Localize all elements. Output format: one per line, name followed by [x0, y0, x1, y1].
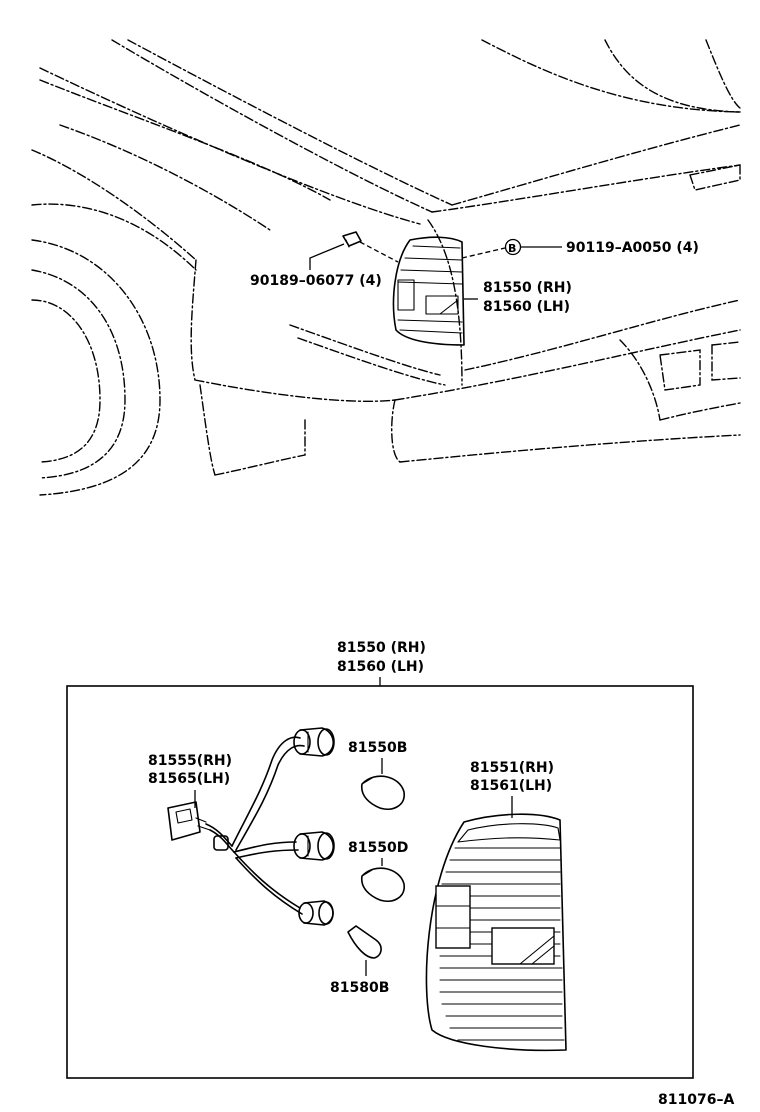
bulb-middle: [360, 867, 405, 902]
bulb-lower-label: 81580B: [330, 980, 389, 996]
socket-and-wire: [167, 727, 335, 926]
vehicle-body-outline: [31, 39, 741, 496]
tail-lamp-installed: [392, 236, 465, 346]
lower-socket: [298, 900, 334, 926]
lens-label-lh: 81561(LH): [470, 778, 552, 794]
assembly-label-lh: 81560 (LH): [337, 659, 424, 675]
lamp-label-lh: 81560 (LH): [483, 299, 570, 315]
vehicle-rear-view: 90189–06077 (4) B 90119–A0050 (4) 81550 …: [31, 39, 741, 496]
socket-label-rh: 81555(RH): [148, 753, 232, 769]
lamp-label-rh: 81550 (RH): [483, 280, 572, 296]
assembly-box: [66, 685, 694, 1079]
bulb-upper: [360, 775, 405, 810]
assembly-label-rh: 81550 (RH): [337, 640, 426, 656]
lens-label-rh: 81551(RH): [470, 760, 554, 776]
screw-symbol-circle: [504, 238, 522, 256]
bulb-lower: [347, 925, 382, 959]
clip-leader: [309, 243, 345, 270]
clip-label: 90189–06077 (4): [250, 273, 382, 289]
bulb-upper-label: 81550B: [348, 740, 407, 756]
clip-dashed-leader: [359, 241, 399, 263]
bulb-middle-label: 81550D: [348, 840, 408, 856]
middle-socket: [293, 831, 335, 861]
assembly-detail-view: 81550 (RH) 81560 (LH): [66, 640, 734, 1108]
figure-number: 811076–A: [658, 1092, 734, 1108]
upper-socket: [293, 727, 335, 757]
lens-unit: [425, 813, 567, 1052]
screw-label: 90119–A0050 (4): [566, 240, 699, 256]
screw-symbol-letter: B: [508, 242, 516, 255]
screw-dashed-leader: [461, 247, 506, 259]
clip-part: [342, 231, 362, 248]
socket-label-lh: 81565(LH): [148, 771, 230, 787]
